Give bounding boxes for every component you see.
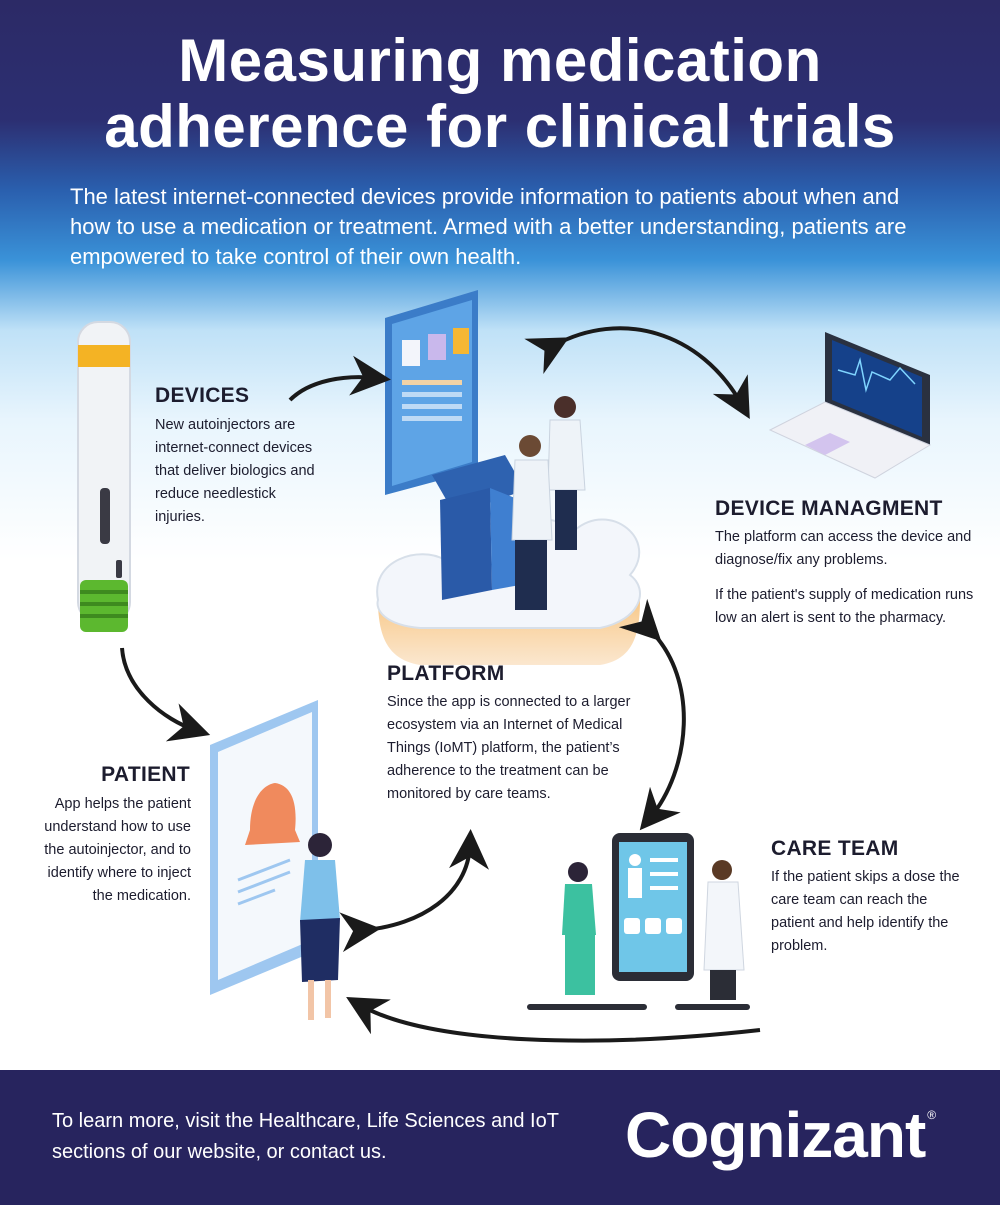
flow-arrows <box>120 326 761 1043</box>
laptop-icon <box>768 332 932 479</box>
patient-phone-icon <box>210 700 318 995</box>
title-line-2: adherence for clinical trials <box>104 93 896 160</box>
patient-body: App helps the patient understand how to … <box>44 796 191 904</box>
autoinjector-icon <box>77 321 131 632</box>
intro-text: The latest internet-connected devices pr… <box>70 184 907 269</box>
platform-title: PLATFORM <box>387 662 505 685</box>
logo-wordmark: Cognizant <box>625 1099 926 1171</box>
care-team-people-icon <box>562 860 745 1000</box>
footer: To learn more, visit the Healthcare, Lif… <box>0 1070 1000 1205</box>
title-line-1: Measuring medication <box>178 27 822 94</box>
cognizant-logo[interactable]: Cognizant® <box>625 1098 936 1172</box>
kiosk-icon <box>432 455 525 600</box>
device-management-body-2: If the patient's supply of medication ru… <box>715 587 974 626</box>
footer-text: To learn more, visit the Healthcare, Lif… <box>52 1110 559 1163</box>
dashboard-monitor-icon <box>385 290 478 495</box>
devices-title: DEVICES <box>155 384 250 407</box>
care-team-title: CARE TEAM <box>771 837 899 860</box>
device-management-title: DEVICE MANAGMENT <box>715 497 943 520</box>
patient-person-icon <box>300 833 340 1020</box>
page-title: Measuring medication adherence for clini… <box>0 28 1000 160</box>
registered-mark: ® <box>927 1108 936 1122</box>
illustration-layer <box>77 290 932 1043</box>
devices-body: New autoinjectors are internet-connect d… <box>155 417 315 525</box>
platform-body: Since the app is connected to a larger e… <box>387 694 631 802</box>
care-team-tablet-icon <box>527 833 750 1010</box>
care-team-body: If the patient skips a dose the care tea… <box>771 869 960 954</box>
device-management-body: The platform can access the device and d… <box>715 526 975 642</box>
patient-title: PATIENT <box>101 763 190 786</box>
device-management-body-1: The platform can access the device and d… <box>715 529 972 568</box>
